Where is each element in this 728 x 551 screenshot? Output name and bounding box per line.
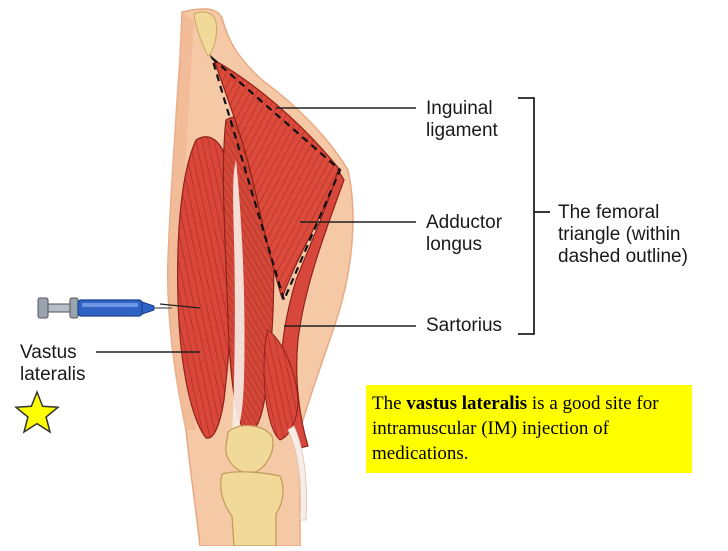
star-icon: [14, 389, 60, 434]
femoral-triangle-bracket: [518, 97, 535, 335]
femoral-triangle-outline: [209, 54, 342, 304]
tibia-bone: [220, 471, 284, 547]
knee-ligament: [287, 425, 307, 521]
callout-bold: vastus lateralis: [406, 393, 528, 414]
adductor-longus-muscle: [212, 58, 341, 300]
syringe-icon: [37, 297, 172, 319]
syringe-pointer: [159, 303, 201, 309]
patella-bone: [225, 425, 274, 475]
im-injection-callout: The vastus lateralis is a good site for …: [366, 385, 692, 473]
hip-bone: [193, 11, 217, 57]
label-sartorius: Sartorius: [426, 315, 503, 336]
callout-suffix: is a good site for intramuscular (IM) in…: [372, 393, 659, 464]
label-femoral-triangle: The femoral triangle (within dashed outl…: [558, 202, 688, 267]
callout-prefix: The: [372, 393, 402, 414]
vastus-medialis-muscle: [263, 329, 299, 441]
tendon-streak: [232, 160, 245, 436]
label-inguinal-ligament: Inguinal ligament: [426, 98, 498, 141]
label-vastus-lateralis: Vastus lateralis: [20, 342, 86, 385]
label-adductor-longus: Adductor longus: [426, 212, 503, 255]
